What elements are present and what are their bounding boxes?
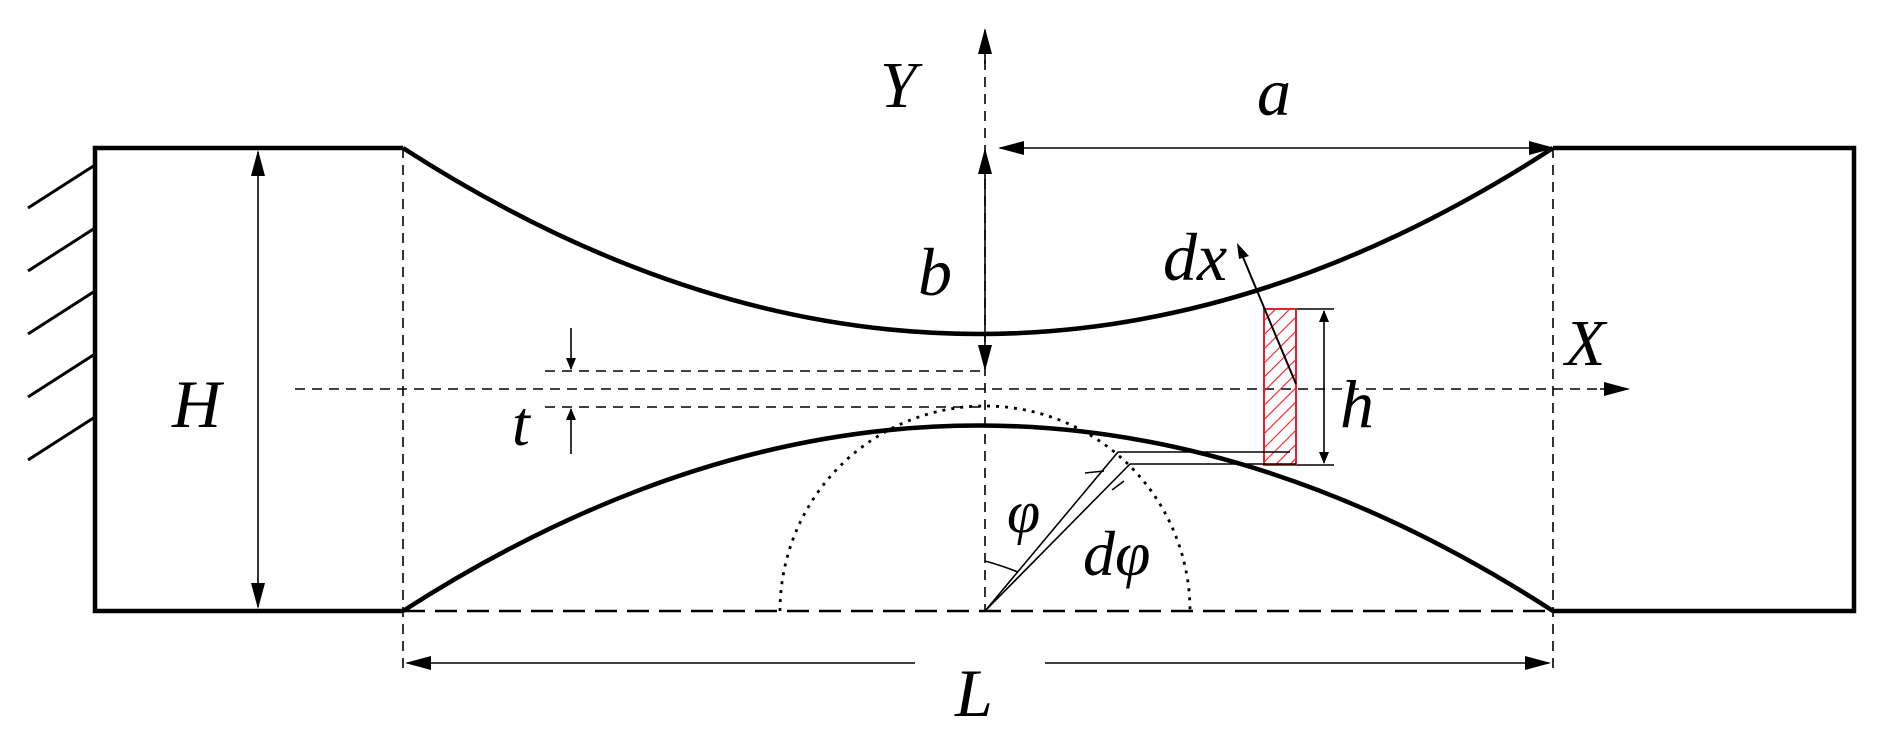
h-label: h (1340, 366, 1374, 442)
L-label: L (954, 655, 993, 731)
reference-circle (778, 404, 1192, 612)
dphi-label: dφ (1083, 518, 1150, 589)
dimension-h (1296, 308, 1334, 466)
phi-label: φ (1007, 479, 1040, 545)
dx-label: dx (1163, 219, 1227, 295)
t-label: t (512, 388, 532, 459)
dx-leader (1239, 249, 1297, 385)
H-label: H (171, 366, 225, 442)
y-axis-label: Y (880, 49, 923, 122)
b-label: b (918, 234, 952, 310)
fixed-support (27, 163, 96, 462)
element-dx (1263, 308, 1297, 466)
dx-leader-arrowhead (1237, 243, 1249, 259)
a-label: a (1257, 54, 1291, 130)
construction-lines (295, 60, 1610, 670)
angle-construction (984, 451, 1296, 612)
x-axis-label: X (1562, 307, 1608, 380)
